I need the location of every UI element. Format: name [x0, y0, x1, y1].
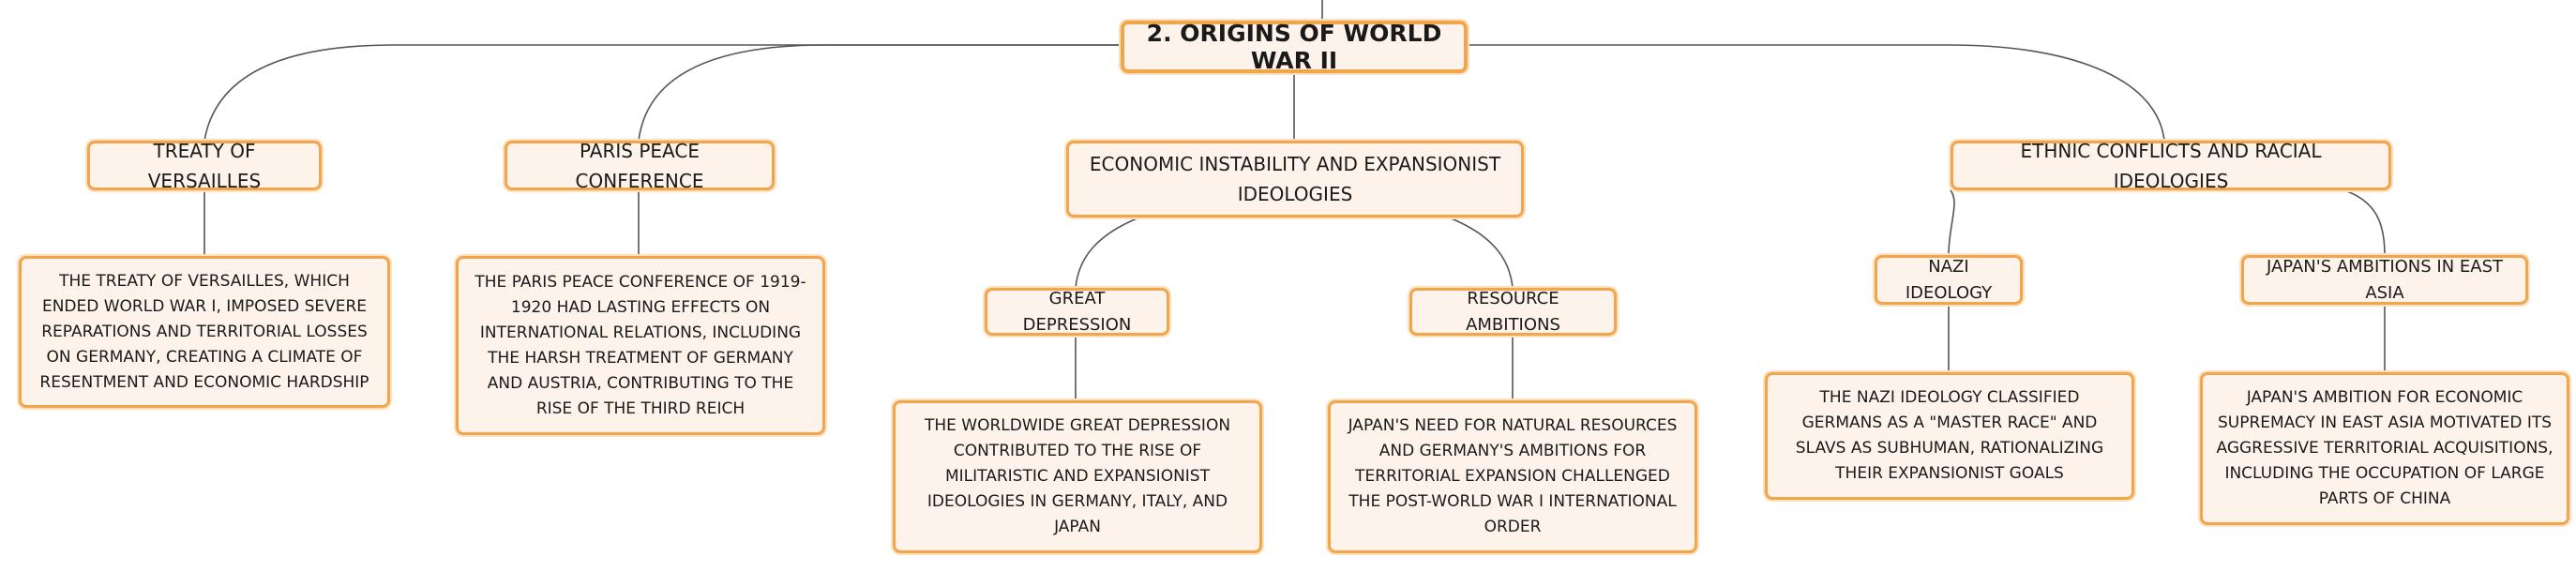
- topic-label: ETHNIC CONFLICTS AND RACIAL IDEOLOGIES: [2020, 139, 2322, 192]
- topic-label: TREATY OF VERSAILLES: [147, 139, 262, 192]
- subtopic-label: GREAT DEPRESSION: [1022, 288, 1132, 335]
- topic-paris-peace-conference[interactable]: PARIS PEACE CONFERENCE: [505, 140, 775, 192]
- subtopic-label: JAPAN'S AMBITIONS IN EAST ASIA: [2266, 256, 2504, 303]
- detail-nazi-ideology[interactable]: THE NAZI IDEOLOGY CLASSIFIED GERMANS AS …: [1765, 372, 2134, 500]
- detail-japan-ambitions[interactable]: JAPAN'S AMBITION FOR ECONOMIC SUPREMACY …: [2200, 372, 2569, 525]
- detail-paris-peace-conference[interactable]: THE PARIS PEACE CONFERENCE OF 1919-1920 …: [456, 256, 825, 435]
- connector-ethnic-nazi: [1948, 189, 1955, 256]
- root-node[interactable]: 2. ORIGINS OF WORLD WAR II: [1121, 20, 1468, 74]
- subtopic-nazi-ideology[interactable]: NAZI IDEOLOGY: [1875, 255, 2023, 305]
- topic-treaty-of-versailles[interactable]: TREATY OF VERSAILLES: [87, 140, 322, 192]
- detail-text: JAPAN'S NEED FOR NATURAL RESOURCES AND G…: [1348, 416, 1678, 536]
- subtopic-great-depression[interactable]: GREAT DEPRESSION: [985, 288, 1169, 336]
- topic-ethnic-conflicts[interactable]: ETHNIC CONFLICTS AND RACIAL IDEOLOGIES: [1951, 140, 2391, 192]
- topic-economic-instability[interactable]: ECONOMIC INSTABILITY AND EXPANSIONIST ID…: [1066, 141, 1524, 218]
- connector-economic-resources: [1448, 217, 1514, 289]
- connector-root-ethnic: [1468, 44, 2165, 142]
- subtopic-japan-ambitions[interactable]: JAPAN'S AMBITIONS IN EAST ASIA: [2241, 255, 2528, 305]
- connector-root-paris: [638, 44, 1121, 142]
- subtopic-resource-ambitions[interactable]: RESOURCE AMBITIONS: [1409, 288, 1617, 336]
- detail-text: THE TREATY OF VERSAILLES, WHICH ENDED WO…: [39, 271, 369, 392]
- detail-text: THE PARIS PEACE CONFERENCE OF 1919-1920 …: [475, 272, 806, 418]
- root-label: 2. ORIGINS OF WORLD WAR II: [1146, 20, 1442, 74]
- detail-resource-ambitions[interactable]: JAPAN'S NEED FOR NATURAL RESOURCES AND G…: [1328, 400, 1697, 553]
- detail-text: THE NAZI IDEOLOGY CLASSIFIED GERMANS AS …: [1795, 388, 2104, 483]
- subtopic-label: RESOURCE AMBITIONS: [1466, 288, 1560, 335]
- detail-text: JAPAN'S AMBITION FOR ECONOMIC SUPREMACY …: [2216, 388, 2553, 508]
- subtopic-label: NAZI IDEOLOGY: [1905, 256, 1993, 303]
- connector-ethnic-japan: [2343, 189, 2386, 256]
- connector-economic-depression: [1075, 217, 1140, 289]
- detail-great-depression[interactable]: THE WORLDWIDE GREAT DEPRESSION CONTRIBUT…: [893, 400, 1262, 553]
- connector-root-versailles: [203, 44, 1121, 142]
- detail-treaty-of-versailles[interactable]: THE TREATY OF VERSAILLES, WHICH ENDED WO…: [19, 256, 390, 408]
- topic-label: PARIS PEACE CONFERENCE: [575, 139, 704, 192]
- detail-text: THE WORLDWIDE GREAT DEPRESSION CONTRIBUT…: [924, 416, 1231, 536]
- topic-label: ECONOMIC INSTABILITY AND EXPANSIONIST ID…: [1089, 153, 1501, 205]
